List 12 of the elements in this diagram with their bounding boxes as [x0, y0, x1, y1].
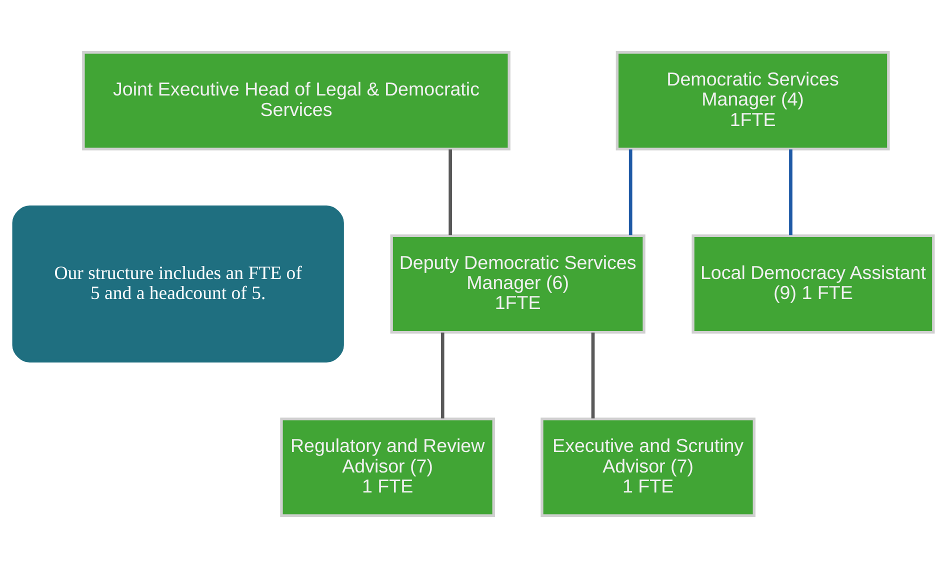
connector [440, 332, 444, 418]
node-box: Democratic Services Manager (4) 1FTE [616, 50, 890, 150]
connector [789, 148, 792, 235]
node-box: Our structure includes an FTE of 5 and a headcount of 5. [12, 204, 344, 362]
node-box: Deputy Democratic Services Manager (6) 1FTE [390, 234, 646, 334]
node-box: Executive and Scrutiny Advisor (7) 1 FTE [540, 417, 756, 516]
connector [628, 148, 632, 235]
node-box: Joint Executive Head of Legal & Democratic Services [82, 50, 510, 150]
connector [591, 332, 595, 418]
node-box: Local Democracy Assistant (9) 1 FTE [692, 234, 935, 334]
connector [448, 148, 452, 235]
node-box: Regulatory and Review Advisor (7) 1 FTE [280, 417, 495, 516]
